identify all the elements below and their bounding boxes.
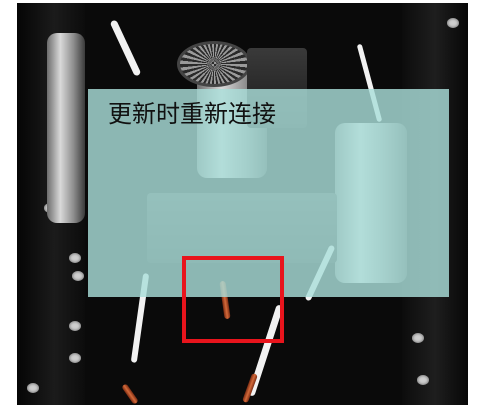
rail-hole bbox=[69, 253, 81, 263]
caption-overlay bbox=[88, 89, 449, 297]
rail-hole bbox=[69, 353, 81, 363]
rail-hole bbox=[69, 321, 81, 331]
rail-hole bbox=[417, 375, 429, 385]
rail-hole bbox=[447, 18, 459, 28]
left-cylinder bbox=[47, 33, 85, 223]
rail-hole bbox=[412, 333, 424, 343]
white-tube bbox=[109, 19, 142, 77]
rail-hole bbox=[72, 271, 84, 281]
highlight-frame bbox=[182, 256, 284, 343]
caption-text: 更新时重新连接 bbox=[108, 100, 276, 128]
copper-wire bbox=[121, 383, 139, 405]
rail-hole bbox=[27, 383, 39, 393]
top-gear bbox=[177, 41, 251, 87]
